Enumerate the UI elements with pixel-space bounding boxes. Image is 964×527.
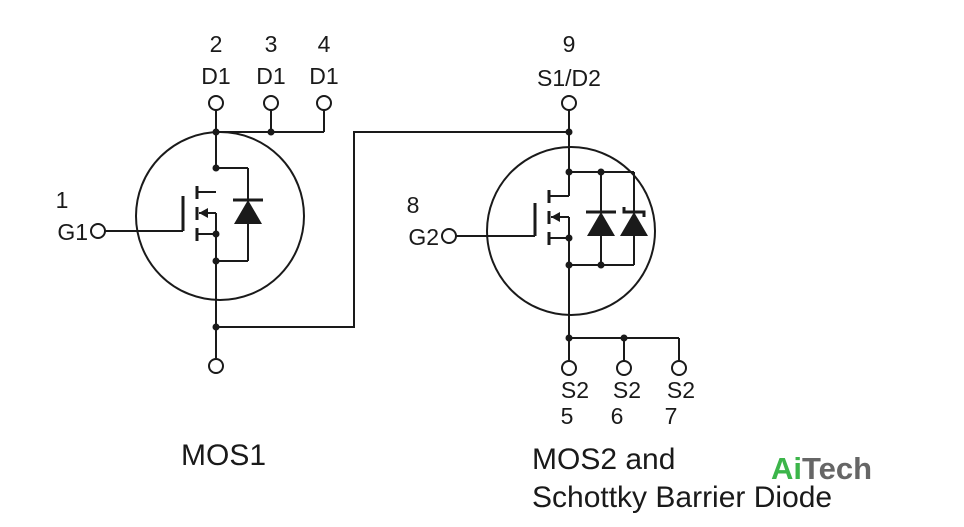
mos2-caption-line2: Schottky Barrier Diode [532,481,832,514]
pin4-name: D1 [309,63,338,89]
mos1-source-terminal [208,358,224,374]
pin9-number: 9 [563,31,576,57]
pin2-number: 2 [210,31,223,57]
pin4-number: 4 [318,31,331,57]
pin5-name: S2 [561,377,589,403]
mos1-junction-drain [212,128,220,136]
aitech-watermark-logo: AiTech [771,451,872,486]
pin6-terminal [616,360,632,376]
mos2-junction-pin6 [620,334,628,342]
pin6-number: 6 [611,403,624,429]
pin8-name: G2 [408,224,439,250]
pin5-terminal [561,360,577,376]
pin8-terminal [441,228,457,244]
mos1-body-arrow [199,208,208,218]
mos1-device [105,110,325,359]
mos2-body-arrow [551,212,560,222]
pin2-terminal [208,95,224,111]
mos2-schottky-bar [622,207,646,217]
mos1-junction-diode-top [212,164,220,172]
pin7-name: S2 [667,377,695,403]
pin8-number: 8 [407,192,420,218]
interconnect-wire [216,131,569,328]
mos2-junction-source-bus [565,334,573,342]
watermark-tech: Tech [802,451,872,486]
pin5-number: 5 [561,403,574,429]
pin3-number: 3 [265,31,278,57]
mos2-schottky-diode [620,212,648,236]
mos2-junction-top-mid [597,168,605,176]
mos1-caption: MOS1 [181,439,266,472]
pin9-terminal [561,95,577,111]
pin3-name: D1 [256,63,285,89]
mos2-caption-line1: MOS2 and [532,443,675,476]
pin7-number: 7 [665,403,678,429]
mos2-device [456,110,680,361]
pin4-terminal [316,95,332,111]
mos2-package-circle [486,146,656,316]
pin1-terminal [90,223,106,239]
mos2-junction-bottom-mid [597,261,605,269]
mos1-package-circle [135,131,305,301]
pin1-name: G1 [57,219,88,245]
mos1-junction-pin3 [267,128,275,136]
pin1-number: 1 [56,187,69,213]
mos2-junction-top-left [565,168,573,176]
pin9-name: S1/D2 [537,65,601,91]
mos2-body-diode [587,212,615,236]
watermark-ai: Ai [771,451,802,486]
mos2-junction-drain [565,128,573,136]
pin3-terminal [263,95,279,111]
pin2-name: D1 [201,63,230,89]
pin6-name: S2 [613,377,641,403]
mos1-body-diode [234,200,262,224]
pin7-terminal [671,360,687,376]
